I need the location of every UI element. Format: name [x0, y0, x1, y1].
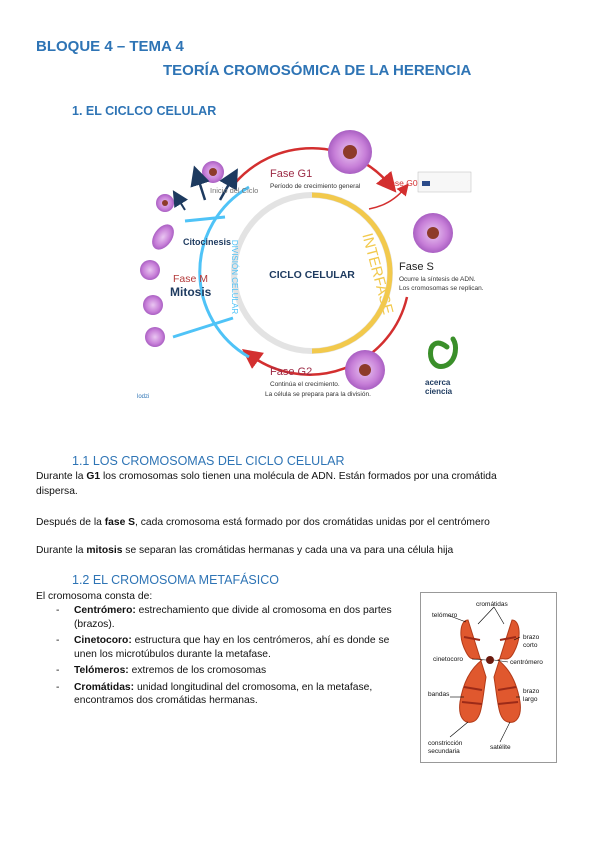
citocinesis-label: Citocinesis: [183, 237, 231, 247]
section11-heading: 1.1 LOS CROMOSOMAS DEL CICLO CELULAR: [72, 454, 345, 468]
chromosome-shape: [459, 619, 521, 723]
fase-g1-label: Fase G1: [270, 168, 312, 180]
cyan-line: [172, 316, 234, 339]
fase-g0-label: Fase G0: [385, 178, 418, 188]
label-brazo-corto-2: corto: [523, 642, 538, 649]
desc-telomeros: extremos de los cromosomas: [128, 665, 267, 676]
logo-icon: [428, 336, 458, 369]
logo-text-acerca: acerca: [425, 378, 451, 387]
nucleus-icon: [162, 200, 168, 206]
desc-cinetocoro: estructura que hay en los centrómeros, a…: [74, 635, 390, 660]
bloque-heading: BLOQUE 4 – TEMA 4: [36, 38, 184, 55]
desc-cromatidas: unidad longitudinal del cromosoma, en la…: [74, 681, 373, 707]
chromosome-intro: El cromosoma consta de:: [36, 591, 153, 602]
fase-s-label: Fase S: [399, 261, 434, 273]
leader-lines: [449, 606, 521, 743]
p3-b: mitosis: [86, 545, 123, 556]
list-item: Cinetocoro: estructura que hay en los ce…: [36, 634, 411, 661]
red-arc-bottom: [241, 296, 409, 376]
paragraph-g1: Durante la G1 los cromosomas solo tienen…: [36, 469, 526, 499]
label-constriccion-2: secundaria: [428, 748, 460, 755]
paragraph-fase-s: Después de la fase S, cada cromosoma est…: [36, 515, 556, 530]
mitosis-prophase: [145, 327, 165, 347]
section12-heading: 1.2 EL CROMOSOMA METAFÁSICO: [72, 573, 279, 587]
label-telomero: telómero: [432, 612, 458, 619]
arrow-icon: [190, 165, 210, 201]
interfase-ring: [311, 192, 393, 354]
acerca-ciencia-logo: acerca ciencia: [425, 336, 458, 396]
term-cromatidas: Cromátidas:: [74, 681, 135, 693]
label-cromatidas: cromátidas: [476, 601, 509, 608]
diagram-frame: [420, 592, 557, 763]
fase-g2-label: Fase G2: [270, 366, 312, 378]
red-arc-top: [234, 147, 397, 193]
paragraph-mitosis: Durante la mitosis se separan las cromát…: [36, 543, 556, 558]
label-centromero: centrómero: [510, 659, 543, 666]
mitosis-metaphase: [143, 295, 163, 315]
chromosome-diagram: telómero cromátidas brazo corto cinetoco…: [420, 592, 557, 763]
nucleus-icon: [343, 145, 357, 159]
nucleus-icon: [427, 227, 439, 239]
p2-c: , cada cromosoma está formado por dos cr…: [135, 517, 490, 528]
page-title: TEORÍA CROMOSÓMICA DE LA HERENCIA: [163, 62, 472, 79]
chromosome-parts-list: Centrómero: estrechamiento que divide al…: [36, 604, 411, 711]
label-brazo-corto-1: brazo: [523, 634, 540, 641]
cycle-center-label: CICLO CELULAR: [269, 269, 355, 281]
credit-text: lodzi: [137, 394, 149, 400]
term-telomeros: Telómeros:: [74, 665, 129, 676]
p2-b: fase S: [104, 517, 136, 528]
label-bandas: bandas: [428, 691, 450, 698]
g0-inset-box: [417, 171, 472, 193]
p3-c: se separan las cromátidas hermanas y cad…: [122, 545, 454, 556]
g2-desc2: La célula se prepara para la división.: [265, 391, 371, 398]
term-centromero: Centrómero:: [74, 605, 136, 616]
term-cinetocoro: Cinetocoro:: [74, 635, 132, 646]
flag-icon: [422, 181, 430, 186]
p1-a: Durante la: [36, 471, 87, 482]
cyan-line: [184, 215, 226, 223]
p3-a: Durante la: [36, 545, 87, 556]
list-item: Centrómero: estrechamiento que divide al…: [36, 604, 411, 631]
mitosis-anaphase: [140, 260, 160, 280]
p1-b: G1: [86, 471, 101, 482]
section1-heading: 1. EL CICLCO CELULAR: [72, 104, 217, 118]
desc-centromero: estrechamiento que divide al cromosoma e…: [74, 605, 392, 630]
s-desc1: Ocurre la síntesis de ADN.: [399, 276, 476, 283]
label-cinetocoro: cinetocoro: [433, 656, 463, 663]
mitosis-label: Mitosis: [170, 285, 212, 299]
inicio-label: Inicio del Ciclo: [210, 186, 258, 195]
arrow-icon: [172, 190, 189, 211]
logo-text-ciencia: ciencia: [425, 387, 453, 396]
p2-a: Después de la: [36, 517, 105, 528]
nucleus-icon: [359, 364, 371, 376]
g1-desc: Período de crecimiento general: [270, 183, 361, 190]
g0-arrow-icon: [368, 183, 409, 210]
division-arc: [198, 185, 250, 359]
arrow-icon: [218, 168, 238, 201]
list-item: Cromátidas: unidad longitudinal del crom…: [36, 681, 411, 708]
label-constriccion-1: constricción: [428, 740, 463, 747]
fase-m-label: Fase M: [173, 273, 208, 285]
label-brazo-largo-2: largo: [523, 696, 538, 703]
mitosis-telophase: [152, 224, 174, 250]
label-satelite: satélite: [490, 744, 511, 751]
p1-c: los cromosomas solo tienen una molécula …: [36, 471, 497, 497]
cell-cycle-diagram: CICLO CELULAR INTERFASE DIVISIÓN CELULAR…: [137, 130, 484, 400]
g2-desc1: Continúa el crecimiento.: [270, 381, 340, 388]
nucleus-icon: [209, 168, 217, 176]
list-item: Telómeros: extremos de los cromosomas: [36, 664, 411, 678]
division-label: DIVISIÓN CELULAR: [230, 240, 239, 314]
s-desc2: Los cromosomas se replican.: [399, 285, 484, 292]
label-brazo-largo-1: brazo: [523, 688, 540, 695]
